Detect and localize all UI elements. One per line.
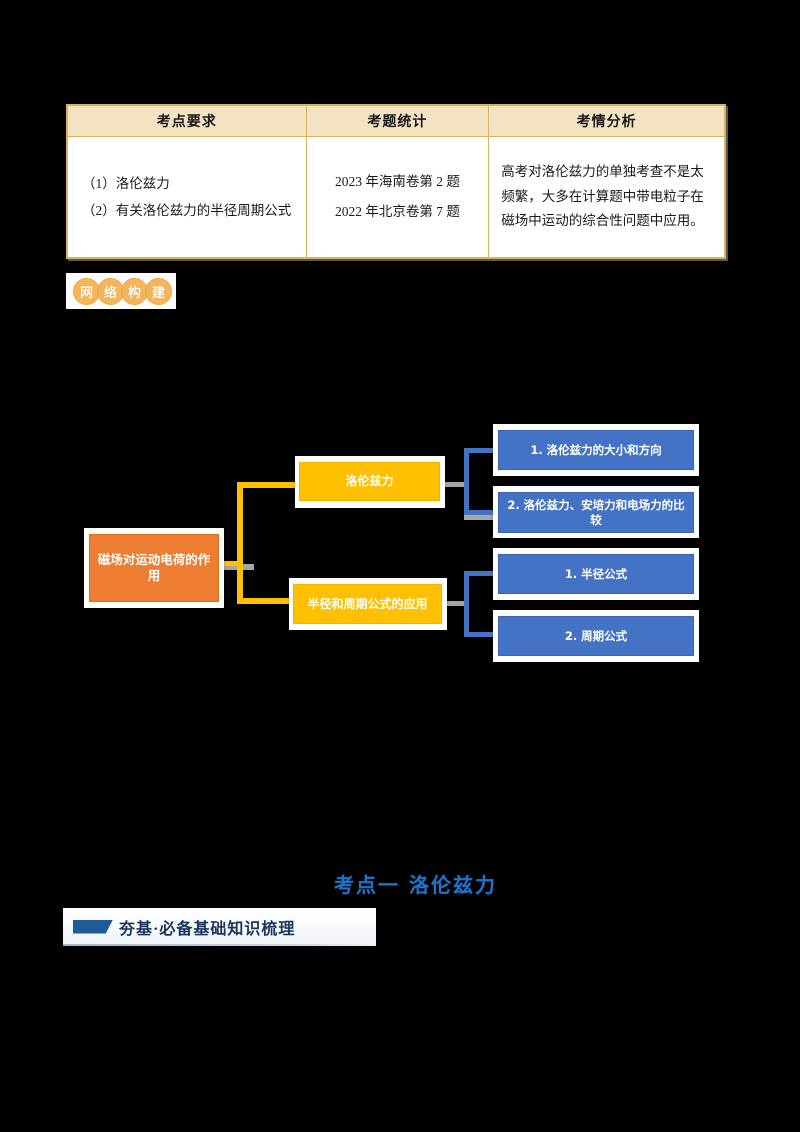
table-header-analysis: 考情分析 <box>488 104 726 137</box>
requirement-item-1: （1）洛伦兹力 <box>82 176 170 191</box>
table-header-row: 考点要求 考题统计 考情分析 <box>66 104 726 137</box>
cell-requirements: （1）洛伦兹力 （2）有关洛伦兹力的半径周期公式 <box>66 136 307 259</box>
badge-char-1: 网 <box>73 277 100 305</box>
kaodian-section-title: 考点一 洛伦兹力 <box>334 873 497 897</box>
leaf4-plate <box>493 610 699 662</box>
table-header-requirements: 考点要求 <box>66 104 307 137</box>
leaf1-plate <box>493 424 699 476</box>
root-node-plate <box>84 528 224 608</box>
section-heading-bar: 夯基·必备基础知识梳理 <box>63 908 376 945</box>
table-row: （1）洛伦兹力 （2）有关洛伦兹力的半径周期公式 2023 年海南卷第 2 题 … <box>66 136 726 259</box>
connector-trunk-to-branch-2 <box>237 598 303 604</box>
cell-statistics: 2023 年海南卷第 2 题 2022 年北京卷第 7 题 <box>305 136 490 259</box>
connector-branch2-to-child-2 <box>464 632 500 637</box>
connector-branch1-child2-grey <box>464 515 500 520</box>
mindmap-node-leaf-1-1[interactable]: 1. 洛伦兹力的大小和方向 <box>498 430 694 470</box>
connector-trunk-vertical <box>237 482 243 604</box>
mindmap-node-branch-2[interactable]: 半径和周期公式的应用 <box>293 584 442 624</box>
leaf3-plate <box>493 548 699 600</box>
mindmap-node-leaf-1-2[interactable]: 2. 洛伦兹力、安培力和电场力的比较 <box>498 492 694 533</box>
badge-circle-group: 网 络 构 建 <box>73 277 172 305</box>
connector-branch1-vertical <box>464 451 469 515</box>
parallelogram-marker-icon <box>73 919 113 934</box>
connector-branch2-grey <box>440 601 466 606</box>
statistic-item-2: 2022 年北京卷第 7 题 <box>334 204 460 219</box>
branch2-plate <box>289 578 447 630</box>
mindmap-node-branch-1[interactable]: 洛伦兹力 <box>299 462 440 501</box>
section-heading-label: 夯基·必备基础知识梳理 <box>119 920 296 938</box>
network-construction-badge: 网 络 构 建 <box>66 273 176 309</box>
exam-point-table: 考点要求 考题统计 考情分析 （1）洛伦兹力 （2）有关洛伦兹力的半径周期公式 … <box>66 104 726 259</box>
section-heading-underline <box>63 944 376 946</box>
badge-char-4: 建 <box>145 277 172 305</box>
statistic-item-1: 2023 年海南卷第 2 题 <box>334 174 460 190</box>
connector-branch1-to-child-2 <box>464 510 500 515</box>
connector-branch1-to-child-1 <box>464 448 500 453</box>
connector-root-grey <box>218 564 254 570</box>
mindmap-node-root[interactable]: 磁场对运动电荷的作用 <box>89 534 219 602</box>
connector-trunk-to-branch-1 <box>237 482 303 488</box>
badge-char-3: 构 <box>121 277 148 305</box>
connector-branch2-to-child-1 <box>464 571 500 576</box>
mindmap-node-leaf-2-1[interactable]: 1. 半径公式 <box>498 554 694 594</box>
requirement-item-2: （2）有关洛伦兹力的半径周期公式 <box>82 203 292 218</box>
table-header-statistics: 考题统计 <box>305 104 490 137</box>
leaf2-plate <box>493 486 699 538</box>
branch1-plate <box>295 456 445 508</box>
connector-root-stub <box>211 561 241 566</box>
mindmap-node-leaf-2-2[interactable]: 2. 周期公式 <box>498 616 694 656</box>
badge-char-2: 络 <box>97 277 124 305</box>
connector-branch2-vertical <box>464 572 469 636</box>
connector-branch1-grey <box>440 482 466 487</box>
cell-analysis: 高考对洛伦兹力的单独考查不是太频繁，大多在计算题中带电粒子在磁场中运动的综合性问… <box>488 136 726 259</box>
